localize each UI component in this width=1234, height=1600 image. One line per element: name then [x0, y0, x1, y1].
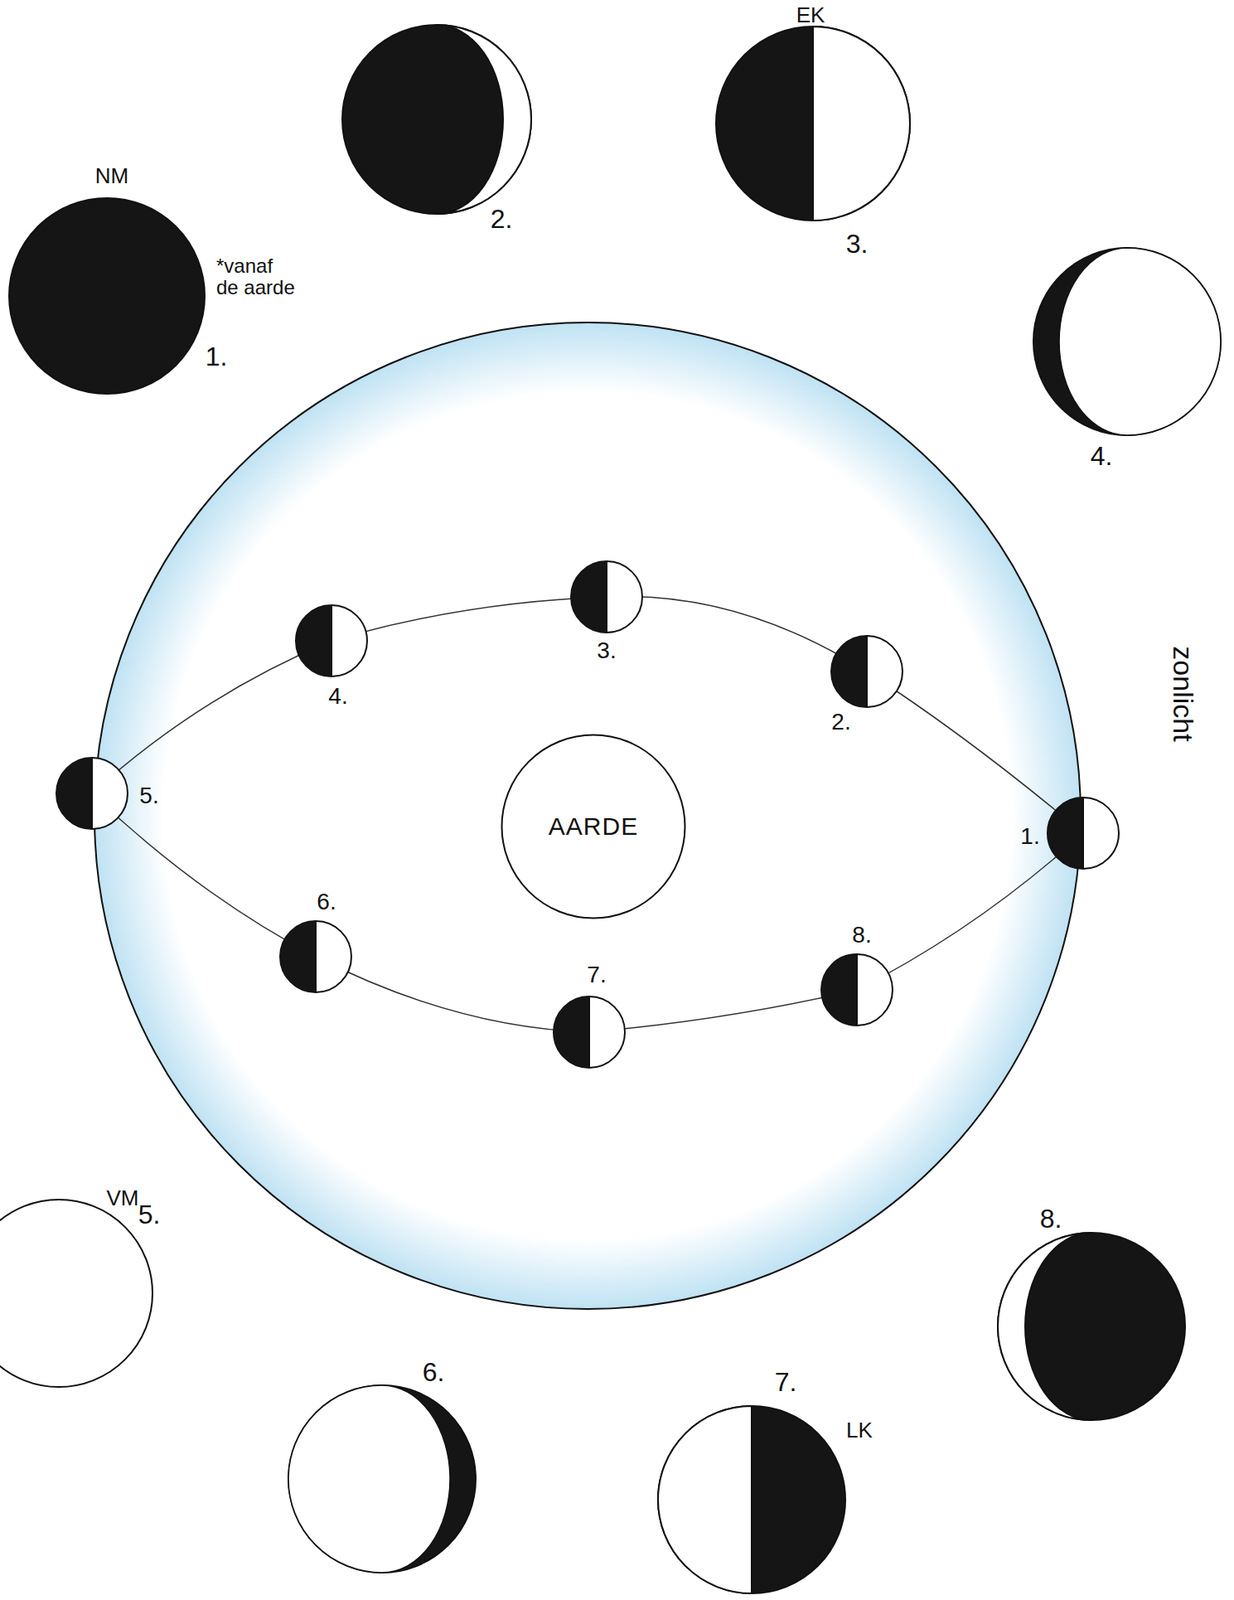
phase-label: LK — [846, 1417, 873, 1443]
callout-number: 8. — [1040, 1204, 1063, 1234]
callout-number: 6. — [316, 889, 336, 915]
note: *vanaf de aarde — [216, 255, 300, 300]
phase-views — [0, 24, 1221, 1593]
callout-number: 1. — [205, 342, 228, 372]
callout-number: 4. — [328, 683, 348, 710]
callout-number: 1. — [1020, 823, 1040, 850]
phase-label: NM — [95, 164, 129, 189]
callout-number: 4. — [1090, 441, 1114, 471]
orbit-moons — [56, 561, 1119, 1068]
callout-number: 5. — [139, 783, 159, 809]
callout-number: 7. — [774, 1367, 798, 1397]
callout-number: 2. — [831, 709, 851, 736]
callout-number: 8. — [851, 922, 872, 949]
light-label: zonlicht — [1166, 645, 1198, 741]
callout-number: 7. — [586, 962, 606, 988]
callout-number: 2. — [490, 204, 513, 234]
callout-number: 3. — [596, 638, 616, 664]
phase-label: EK — [796, 3, 826, 28]
callout-number: 3. — [846, 229, 869, 259]
callout-number: 6. — [422, 1357, 446, 1387]
orbit-line — [91, 595, 1084, 1032]
phase-label: VM — [106, 1185, 140, 1210]
earth-circle: AARDE — [500, 733, 687, 920]
node-text: AARDE — [548, 812, 639, 841]
callout-number: 5. — [138, 1200, 161, 1230]
sky-circle — [94, 322, 1081, 1309]
